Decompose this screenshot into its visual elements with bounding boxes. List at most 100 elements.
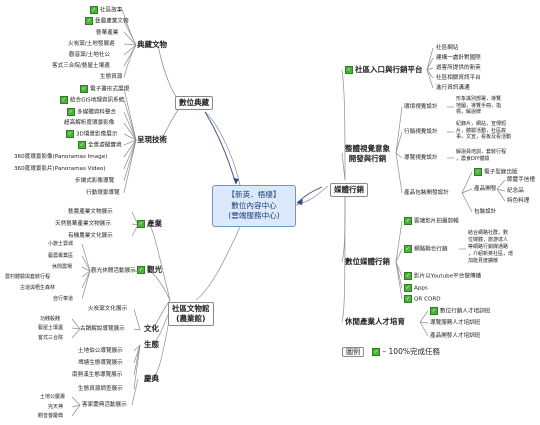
central-topic[interactable]: 【新英．梧棲】 數位內容中心 (雲端服務中心) xyxy=(212,185,296,227)
web-item[interactable]: 社區網站 xyxy=(436,45,459,51)
tech-item[interactable]: ✓全景虛擬實境 xyxy=(78,141,122,149)
tech-item[interactable]: 360度環景影像(Panoramas Image) xyxy=(14,154,108,160)
collection-item[interactable]: 客式三合院/藝屋土壤遺 xyxy=(52,63,110,69)
check-icon: ✓ xyxy=(345,66,353,74)
node-collection-relics[interactable]: 典藏文物 xyxy=(137,40,167,49)
talent-item[interactable]: 導覽服務人才培訓班 xyxy=(430,320,481,326)
branch-community-museum[interactable]: 社區文物館 (農業館) xyxy=(168,302,214,326)
node-ecology[interactable]: 生態 xyxy=(144,340,159,349)
branch-media-marketing[interactable]: 媒體行銷 xyxy=(330,183,368,197)
digital-item[interactable]: ✓QR CORD xyxy=(404,295,441,303)
tech-item[interactable]: ✓多媒體資料整合 xyxy=(67,108,117,116)
branch-digital-archive[interactable]: 數位典藏 xyxy=(175,96,213,110)
guide-visual-design[interactable]: 導覽視覺設計 xyxy=(404,155,438,161)
digital-item[interactable]: ✓影片以Youtube平台做傳播 xyxy=(404,272,482,280)
festival-item[interactable]: 觀音菩慶典 xyxy=(38,413,64,419)
festival-item[interactable]: 土地公慶壽 xyxy=(40,394,66,400)
legend-label: 圖例 xyxy=(342,347,364,357)
check-icon: ✓ xyxy=(66,130,74,138)
check-icon: ✓ xyxy=(137,220,145,228)
check-icon: ✓ xyxy=(137,266,145,274)
check-icon: ✓ xyxy=(78,141,86,149)
node-tourism[interactable]: ✓觀光 xyxy=(137,265,162,274)
talent-item[interactable]: ✓數位行銷人才培訓班 xyxy=(430,307,491,315)
tech-item[interactable]: 超高解析度環景影像 xyxy=(64,120,115,126)
node-visual-identity[interactable]: 整體視覺意象 開發與行銷 xyxy=(345,144,390,163)
env-visual-desc: 形象識別部署，導覽 地圖，導覽手冊，指 標，解說牌 xyxy=(456,96,502,115)
check-icon: ✓ xyxy=(85,17,93,25)
collection-item[interactable]: 生態資源 xyxy=(100,74,123,80)
digital-item[interactable]: ✓雲端影片拍攝剪輯 xyxy=(404,217,459,225)
product-dev-item[interactable]: 紀念品 xyxy=(507,188,524,194)
tourism-item[interactable]: 休閒農場 xyxy=(52,264,73,270)
node-talent-training[interactable]: 休閒產業人才培育 xyxy=(345,317,405,326)
tourism-item[interactable]: 自行車道 xyxy=(53,296,74,302)
digital-item[interactable]: ✓網路聯合行銷 xyxy=(404,245,448,253)
heritage-item[interactable]: 藝屋土壤遺 xyxy=(38,325,64,331)
heritage-item[interactable]: 客式三合院 xyxy=(38,335,64,341)
festival-item[interactable]: 完天神 xyxy=(48,404,64,410)
tourism-item[interactable]: 古道與梧生森林 xyxy=(20,285,56,291)
package-box-design[interactable]: 包裝設計 xyxy=(474,209,497,215)
check-icon: ✓ xyxy=(60,96,68,104)
tech-item[interactable]: ✓結合GIS地理資訊系統 xyxy=(60,96,125,104)
tech-item[interactable]: 360度環景影片(Panoramas Video) xyxy=(14,166,106,172)
product-dev-item[interactable]: 特色料理 xyxy=(507,198,530,204)
tech-item[interactable]: ✓電子書形式展現 xyxy=(80,85,130,93)
heritage-item[interactable]: 功餞殺餞 xyxy=(40,316,61,322)
check-icon: ✓ xyxy=(404,245,412,253)
package-design[interactable]: 產品包裝開發設計 xyxy=(404,190,449,196)
product-dev-item[interactable]: 節慶手信禮 xyxy=(507,177,535,183)
collection-item[interactable]: 藝華產業 xyxy=(96,30,119,36)
ebook-catalog[interactable]: ✓電子型錄出版 xyxy=(474,168,518,176)
node-digital-media[interactable]: 數位媒體行銷 xyxy=(345,257,390,266)
collection-item[interactable]: ✓社區故事 xyxy=(90,6,123,14)
culture-heritage-tour[interactable]: 古蹟解說導覽展示 xyxy=(80,326,125,332)
collection-item[interactable]: ✓藝農產業文物 xyxy=(85,17,129,25)
tech-item[interactable]: ✓3D環景影像展示 xyxy=(66,130,118,138)
central-topic-line-1: 【新英．梧棲】 xyxy=(227,190,281,199)
tourism-item[interactable]: 農村體驗與套裝行程 xyxy=(5,274,51,280)
ecology-item[interactable]: 南勢溪生態導覽展示 xyxy=(72,372,123,378)
talent-item[interactable]: 產品開發人才培訓班 xyxy=(430,333,481,339)
industry-item[interactable]: 有機農業文化展示 xyxy=(68,233,113,239)
product-development[interactable]: 產品開發 xyxy=(474,186,497,192)
tourism-item[interactable]: 藝農專業區 xyxy=(48,253,74,259)
check-icon: ✓ xyxy=(404,272,412,280)
check-icon: ✓ xyxy=(404,217,412,225)
tourism-activity[interactable]: 觀光休閒活動展示 xyxy=(91,268,136,274)
collection-item[interactable]: 觀音窯/土地社公 xyxy=(69,52,111,58)
digital-item[interactable]: ✓Apps xyxy=(404,284,428,292)
tech-item[interactable]: 行動環景導覽 xyxy=(86,190,120,196)
collection-item[interactable]: 火炭窯/土地發展遊 xyxy=(68,41,115,47)
node-festival[interactable]: 慶典 xyxy=(144,374,159,383)
tech-item[interactable]: 步讓式影像導覽 xyxy=(75,178,115,184)
ecology-item[interactable]: 生態資源調查展示 xyxy=(78,386,123,392)
web-item[interactable]: 遊客所提供的新英 xyxy=(436,65,481,71)
ecology-item[interactable]: 土地伯公導覽展示 xyxy=(78,348,123,354)
web-item[interactable]: 社區相關資訊平台 xyxy=(436,75,481,81)
industry-item[interactable]: 天然藝華產業文物展示 xyxy=(55,221,111,227)
web-item[interactable]: 建構一處針對國際 xyxy=(436,55,481,61)
industry-item[interactable]: 藝農產業文物展示 xyxy=(68,209,113,215)
check-icon: ✓ xyxy=(474,168,482,176)
node-industry[interactable]: ✓產業 xyxy=(137,219,162,228)
market-visual-design[interactable]: 行銷視覺設計 xyxy=(404,129,438,135)
check-icon: ✓ xyxy=(80,85,88,93)
central-topic-line-2: 數位內容中心 xyxy=(231,200,277,210)
market-visual-desc: 紀錄片，網站，宣傳短 片，體驗活動，社區故 事，文宣，看板及看活動 xyxy=(456,121,512,140)
online-marketing-desc: 結合網路社群，數 位媒體，旅游達人 等網路行銷媒通路 ，介紹新英社區，增 加能見… xyxy=(468,230,514,264)
node-web-platform[interactable]: ✓社區入口與行銷平台 xyxy=(345,65,423,74)
env-visual-design[interactable]: 環境視覺設計 xyxy=(404,104,438,110)
web-item[interactable]: 進行資訊溝通 xyxy=(436,85,470,91)
culture-kiln-display[interactable]: 火炭窯文化展示 xyxy=(88,306,128,312)
legend: 圖例 ✓– 100%完成任務 xyxy=(342,347,440,357)
node-presentation-tech[interactable]: 呈現技術 xyxy=(137,135,167,144)
node-culture[interactable]: 文化 xyxy=(144,324,159,333)
festival-activity[interactable]: 客家慶典活動展示 xyxy=(82,402,127,408)
tourism-item[interactable]: 小旅士雲城 xyxy=(48,241,74,247)
check-icon: ✓ xyxy=(90,6,98,14)
check-icon: ✓ xyxy=(430,307,438,315)
ecology-item[interactable]: 埤塘生態導覽展示 xyxy=(78,360,123,366)
